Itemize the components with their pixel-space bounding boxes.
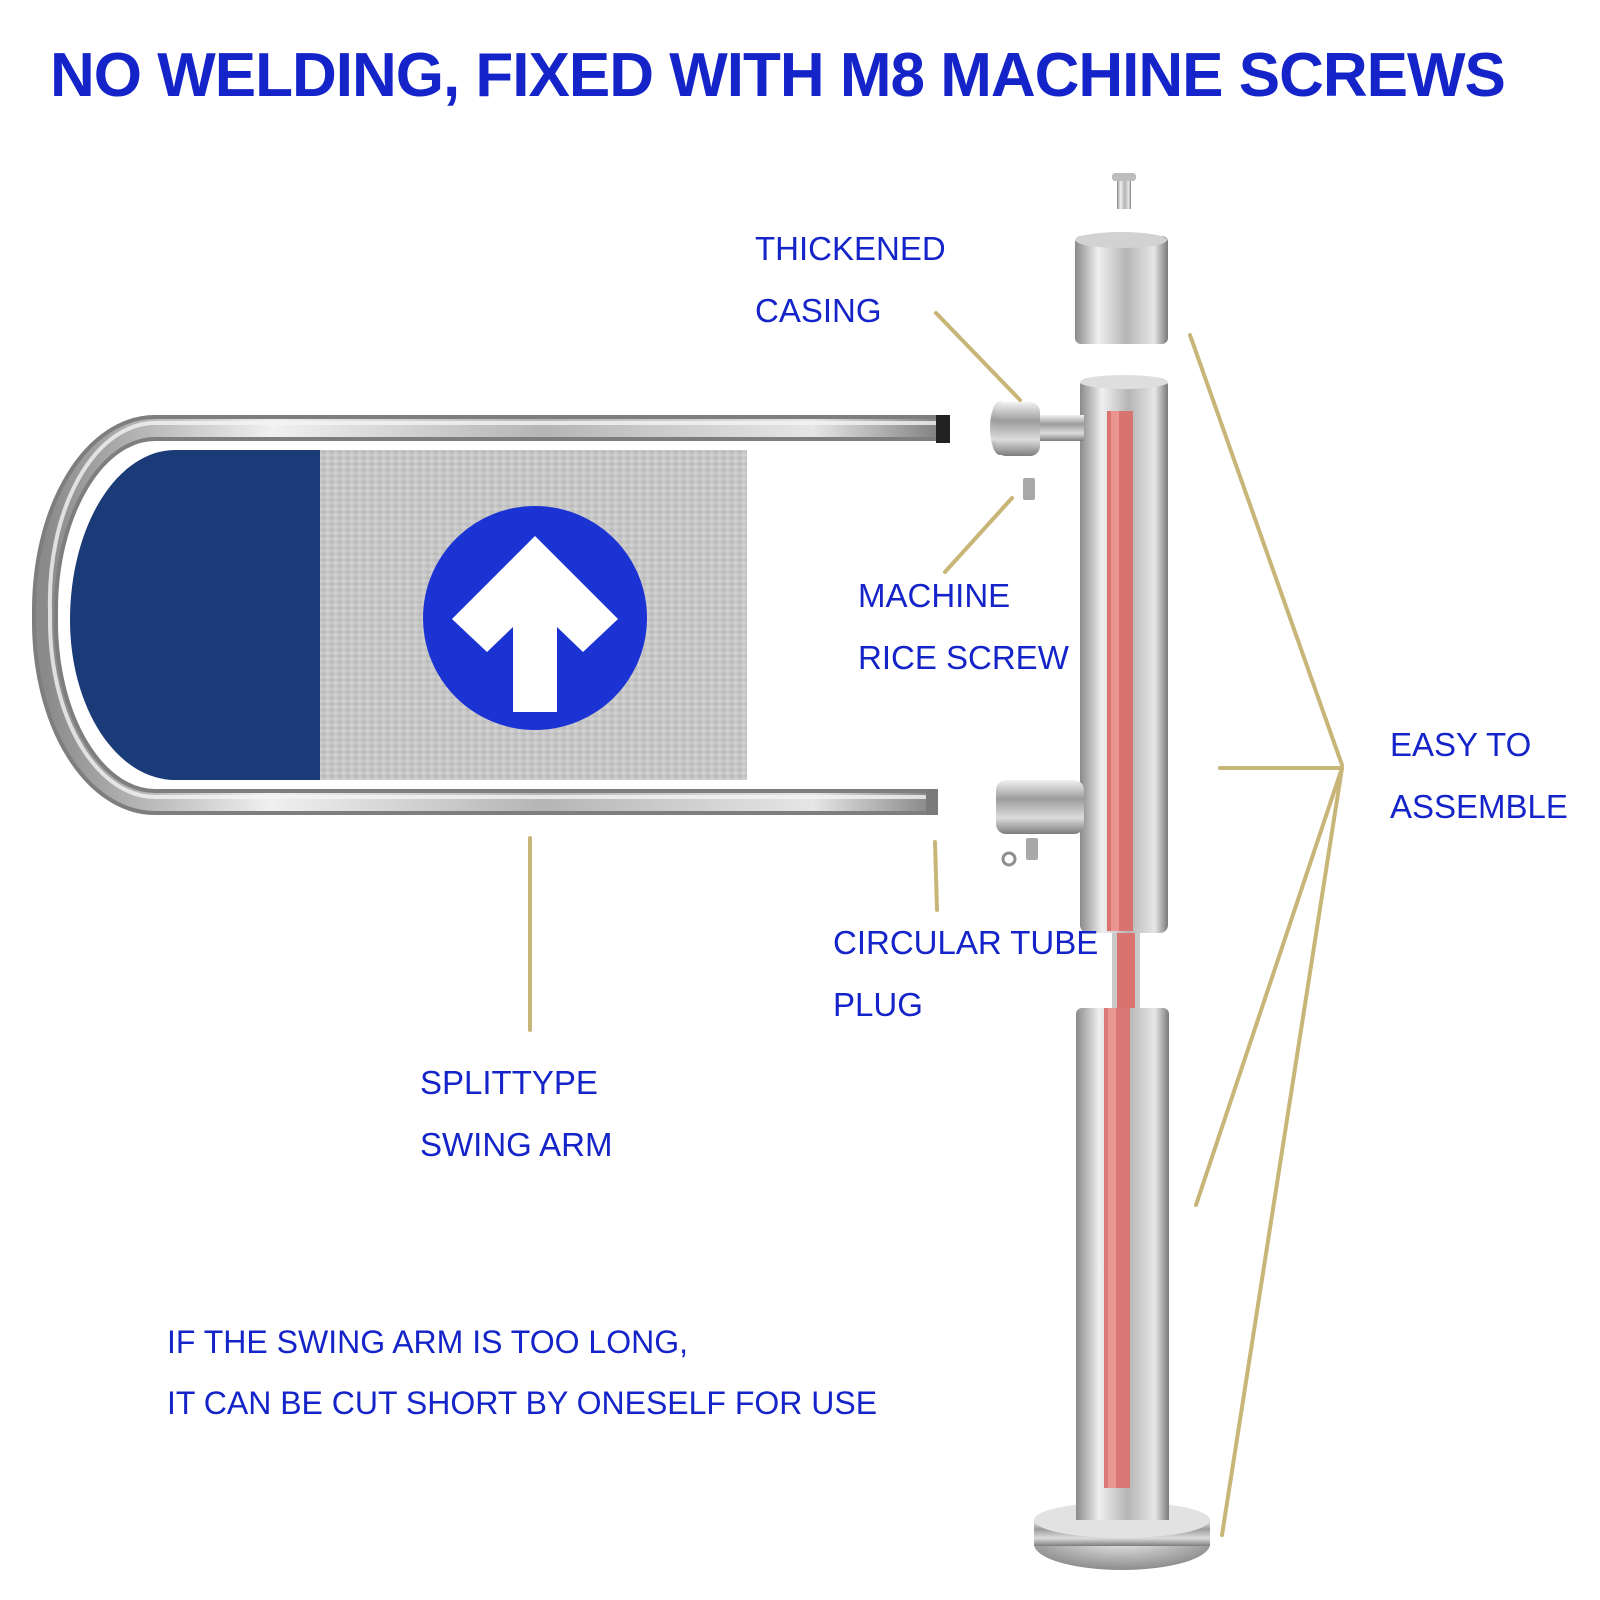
top-cap	[1075, 236, 1168, 344]
upper-connector	[990, 401, 1084, 456]
label-easy-to-assemble: EASY TO ASSEMBLE	[1390, 726, 1568, 825]
label-thickened-casing: THICKENED CASING	[755, 230, 946, 329]
label-circular-tube-plug: CIRCULAR TUBE PLUG	[833, 924, 1099, 1023]
tube-end-cap	[936, 415, 950, 443]
screw-icon	[1023, 478, 1035, 500]
page-title: NO WELDING, FIXED WITH M8 MACHINE SCREWS	[50, 41, 1506, 110]
post	[990, 173, 1210, 1570]
swing-arm	[32, 415, 950, 815]
cut-note: IF THE SWING ARM IS TOO LONG, IT CAN BE …	[167, 1324, 878, 1421]
leader-lines	[528, 311, 1344, 1537]
washer-icon	[1001, 851, 1017, 867]
top-screw-icon	[1112, 173, 1136, 209]
label-machine-rice-screw: MACHINE RICE SCREW	[858, 577, 1069, 676]
tube-end	[926, 789, 938, 815]
label-splittype-swing-arm: SPLITTYPE SWING ARM	[420, 1064, 613, 1163]
screw-icon	[1026, 838, 1038, 860]
lower-connector	[996, 780, 1084, 834]
red-core-upper	[1107, 411, 1133, 931]
arrow-up-icon	[452, 536, 618, 712]
navy-panel	[70, 450, 320, 780]
